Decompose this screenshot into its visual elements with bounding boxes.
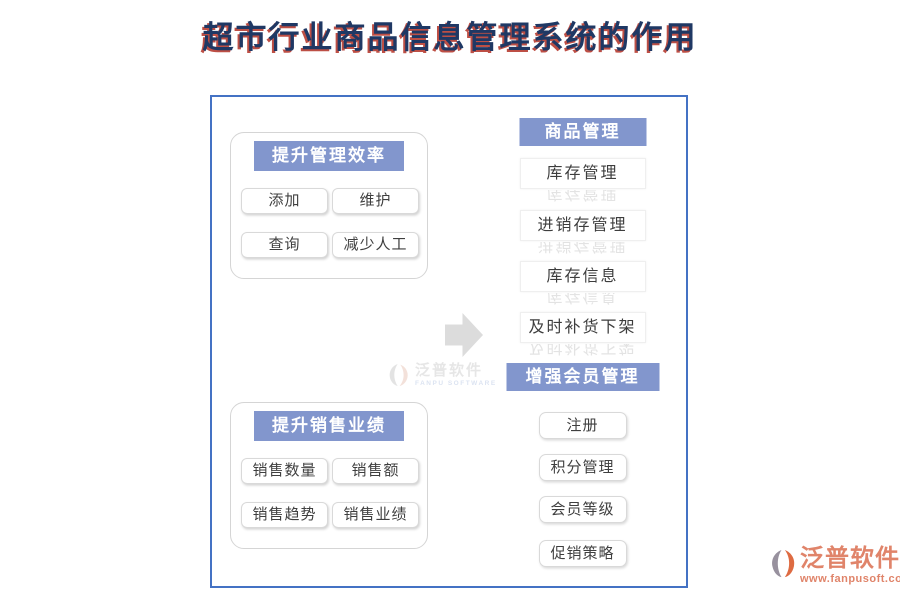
- footer-website-text: www.fanpusoft.com: [800, 573, 900, 585]
- node-sales-quantity: 销售数量: [241, 458, 328, 484]
- node-label: 及时补货下架: [528, 319, 637, 336]
- node-label: 库存信息: [546, 268, 619, 285]
- node-inventory-info: 库存信息 库存信息: [519, 261, 646, 304]
- node-register: 注册: [538, 412, 627, 439]
- node-reduce-labor: 减少人工: [332, 232, 419, 258]
- node-add: 添加: [241, 188, 328, 214]
- fanpu-logo-icon: [772, 550, 795, 578]
- node-sales-result: 销售业绩: [332, 502, 419, 528]
- node-timely-restock: 及时补货下架 及时补货下架: [519, 312, 646, 355]
- panel-sales-performance: 提升销售业绩 销售数量 销售额 销售趋势 销售业绩: [230, 402, 428, 549]
- node-inventory-management: 库存管理 库存管理: [519, 158, 646, 201]
- header-product-management: 商品管理: [519, 118, 646, 146]
- watermark-logo-icon: [389, 364, 408, 387]
- header-member-management: 增强会员管理: [506, 363, 659, 391]
- node-sales-trend: 销售趋势: [241, 502, 328, 528]
- node-purchase-sale-inventory: 进销存管理 进销存管理: [519, 210, 646, 253]
- node-promotion-strategy: 促销策略: [538, 540, 627, 567]
- header-management-efficiency: 提升管理效率: [254, 141, 404, 171]
- node-maintain: 维护: [332, 188, 419, 214]
- node-member-level: 会员等级: [538, 496, 627, 523]
- footer-brand-text: 泛普软件: [800, 546, 900, 572]
- node-sales-amount: 销售额: [332, 458, 419, 484]
- page-title: 超市行业商品信息管理系统的作用: [202, 20, 698, 55]
- node-query: 查询: [241, 232, 328, 258]
- watermark-brand-text: 泛普软件: [415, 362, 484, 379]
- footer-brand: 泛普软件 www.fanpusoft.com: [770, 547, 900, 585]
- node-label: 库存管理: [546, 165, 619, 182]
- watermark: 泛普软件 FANPU SOFTWARE: [388, 363, 497, 388]
- panel-management-efficiency: 提升管理效率 添加 维护 查询 减少人工: [230, 132, 428, 279]
- header-sales-performance: 提升销售业绩: [254, 411, 404, 441]
- node-points-management: 积分管理: [538, 454, 627, 481]
- diagram-border: [210, 95, 688, 588]
- node-label: 进销存管理: [537, 217, 628, 234]
- watermark-sub-text: FANPU SOFTWARE: [415, 380, 497, 387]
